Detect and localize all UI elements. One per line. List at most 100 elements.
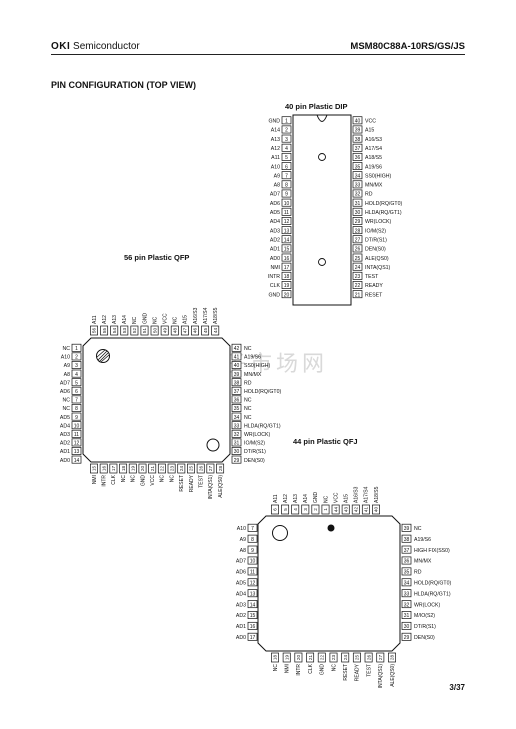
qfp56-pin-label: A11 [92,315,98,324]
qfj44-pin-box [329,652,338,663]
qfj44-pin-number: 1 [323,508,328,511]
qfp56-pin-box [71,378,82,387]
dip40-pin-box [281,244,292,253]
dip40-pin-number: 2 [285,128,288,134]
qfj44-pin-label: AD1 [236,624,246,630]
dip40-pin-label: AD2 [270,237,280,243]
qfj44-pin-number: 38 [404,537,410,543]
qfj44-pin-number: 40 [374,507,379,513]
qfj44-pin-number: 39 [404,526,410,532]
qfj44-pin-box [401,545,412,554]
qfp56-pin-number: 48 [173,328,178,334]
qfj44-pin-number: 30 [404,624,410,630]
qfp56-pin-box [160,325,169,336]
qfp56-pin-label: NMI [92,475,98,484]
dip40-marker-bottom [318,258,326,266]
qfj44-pin-label: A11 [273,494,279,503]
qfj44-pin-number: 2 [313,508,318,511]
qfp56-pin-box [177,463,186,474]
qfp56-pin-label: NC [132,316,138,324]
qfp56-pin-label: INTR [102,475,108,487]
qfj44-pin-label: A12 [283,494,289,503]
dip40-pin-label: AD4 [270,219,280,225]
dip40-pin-box [281,125,292,134]
qfp56-pin-number: 53 [122,328,127,334]
dip40-pin-box [352,262,363,271]
qfp56-pin-box [231,404,242,412]
qfj44-pin-box [351,504,360,515]
qfp56-pin-label: NC [121,475,127,483]
dip40-pin-label: AD6 [270,201,280,207]
qfp56-pin-box [90,325,98,336]
qfj44-pin-label: INTA(QS1) [378,664,384,689]
dip40-pin-number: 1 [285,119,288,125]
dip40-pin-box [281,226,292,235]
qfp56-pin-label: CLK [111,474,117,484]
qfp56-pin-number: 9 [75,415,78,421]
dip40-pin-number: 7 [285,173,288,179]
qfp56-pin-number: 41 [234,355,240,361]
qfp56-pin-number: 13 [74,449,80,455]
qfj44-body [257,515,401,652]
brand-text: Semiconductor [70,41,140,52]
qfp56-pin-number: 24 [179,466,184,472]
qfp56-pin-number: 18 [121,466,126,472]
dip40-pin-label: MN/MX [365,183,383,189]
dip40-pin-box [352,217,363,225]
dip40-pin-label: AD1 [270,247,280,253]
qfp56-pin-label: IO/M(S2) [244,441,265,447]
qfj44-pin-box [247,578,258,587]
qfp56-pin-label: NC [131,475,137,483]
qfp56-pin-box [231,386,242,395]
qfp56-pin-box [140,325,149,336]
qfp56-pin-number: 40 [234,363,240,369]
qfp56-pin-box [119,463,128,474]
dip40-pin-box [281,198,292,207]
qfj44-pin-label: AD0 [236,635,246,641]
qfp56-pin-label: A8 [64,372,70,378]
qfp56-pin-label: AD6 [60,389,70,395]
dip40-pin-box [352,226,363,235]
qfp56-pin-number: 1 [75,346,78,352]
qfp56-pin-box [231,343,242,352]
qfj44-pin-box [247,545,258,554]
qfj44-pin-number: 43 [343,507,348,513]
qfj44-pin-number: 24 [343,655,348,661]
qfp56-pin-box [180,325,189,336]
qfj44-pin-box [352,652,361,663]
qfp56-pin-box [71,455,82,464]
dip40-pin-number: 22 [355,283,361,289]
qfp56-pin-number: 32 [234,432,240,438]
qfp56-pin-number: 35 [234,406,240,412]
dip40-pin-label: AD7 [270,192,280,198]
qfp56-pin-box [71,369,82,378]
dip40-pin-box [352,134,363,143]
qfj44-pin-number: 34 [404,581,410,587]
qfp56-pin-number: 34 [234,415,240,421]
dip40-pin-label: DT/R(S1) [365,237,387,243]
qfp56-marker [206,438,220,452]
dip40-pin-box [281,262,292,271]
qfp56-pin-box [71,352,82,361]
dip40-notch [316,114,328,122]
pin1-hatch-icon [96,349,110,363]
qfp56-pin-box [71,429,82,438]
qfp56-pin-number: 14 [74,458,80,464]
qfj44-pin-label: GND [320,664,326,676]
brand: OKI Semiconductor [51,41,140,52]
dip40-pin-label: A12 [271,146,280,152]
qfp56-pin-box [109,463,118,474]
dip40-pin-box [281,281,292,289]
qfj44-pin-box [376,652,385,663]
qfj44-pin-label: WR(LOCK) [414,602,440,608]
qfp56-pin-label: AD4 [60,423,70,429]
qfj44-pin-box [401,567,412,576]
qfp56-pin-label: RESET [179,475,185,492]
dip40-pin-box [352,244,363,253]
dip40-pin-box [352,281,363,289]
qfp56-body [82,337,231,463]
dip40-pin-label: A14 [271,128,280,134]
qfj44-pin-box [401,621,412,630]
qfp56-pin-box [71,421,82,430]
